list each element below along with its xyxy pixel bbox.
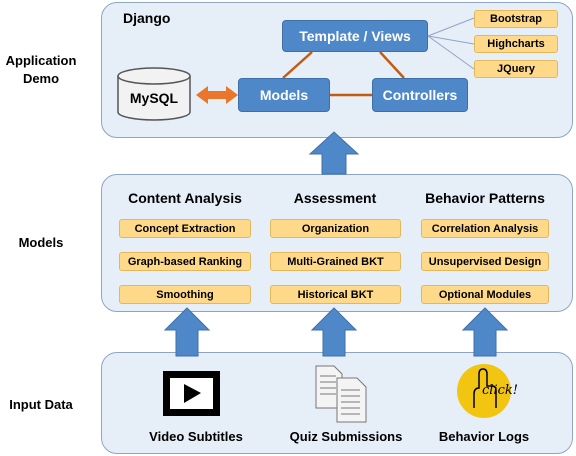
arrow-models-to-app <box>308 131 360 175</box>
caption-quiz-submissions: Quiz Submissions <box>289 429 403 444</box>
heading-content-analysis: Content Analysis <box>128 190 242 206</box>
arrow-input-to-models-left <box>163 307 211 357</box>
item-multi-grained-bkt: Multi-Grained BKT <box>270 252 401 271</box>
layer-label-application: Application Demo <box>5 53 77 86</box>
django-title: Django <box>123 10 171 26</box>
caption-video-subtitles: Video Subtitles <box>149 429 243 444</box>
lib-bootstrap: Bootstrap <box>474 10 558 28</box>
documents-icon <box>315 365 367 423</box>
item-graph-based-ranking: Graph-based Ranking <box>119 252 251 271</box>
lib-jquery: JQuery <box>474 60 558 78</box>
layer-label-models: Models <box>18 235 64 250</box>
item-optional-modules: Optional Modules <box>421 285 549 304</box>
item-organization: Organization <box>270 219 401 238</box>
item-unsupervised-design: Unsupervised Design <box>421 252 549 271</box>
item-smoothing: Smoothing <box>119 285 251 304</box>
click-logo-text: click! <box>482 383 518 398</box>
item-historical-bkt: Historical BKT <box>270 285 401 304</box>
mysql-models-arrow <box>196 86 238 104</box>
click-logo-icon <box>457 364 511 418</box>
heading-assessment: Assessment <box>293 190 377 206</box>
models-box: Models <box>238 78 330 112</box>
heading-behavior-patterns: Behavior Patterns <box>425 190 545 206</box>
item-correlation-analysis: Correlation Analysis <box>421 219 549 238</box>
arrow-input-to-models-right <box>461 307 509 357</box>
mysql-label: MySQL <box>129 90 179 106</box>
item-concept-extraction: Concept Extraction <box>119 219 251 238</box>
caption-behavior-logs: Behavior Logs <box>438 429 530 444</box>
controllers-box: Controllers <box>372 78 468 112</box>
lib-highcharts: Highcharts <box>474 35 558 53</box>
mysql-database-icon <box>117 67 191 121</box>
video-play-icon <box>163 371 220 416</box>
layer-label-input-data: Input Data <box>9 397 73 412</box>
arrow-input-to-models-middle <box>310 307 358 357</box>
template-views-box: Template / Views <box>282 20 428 52</box>
